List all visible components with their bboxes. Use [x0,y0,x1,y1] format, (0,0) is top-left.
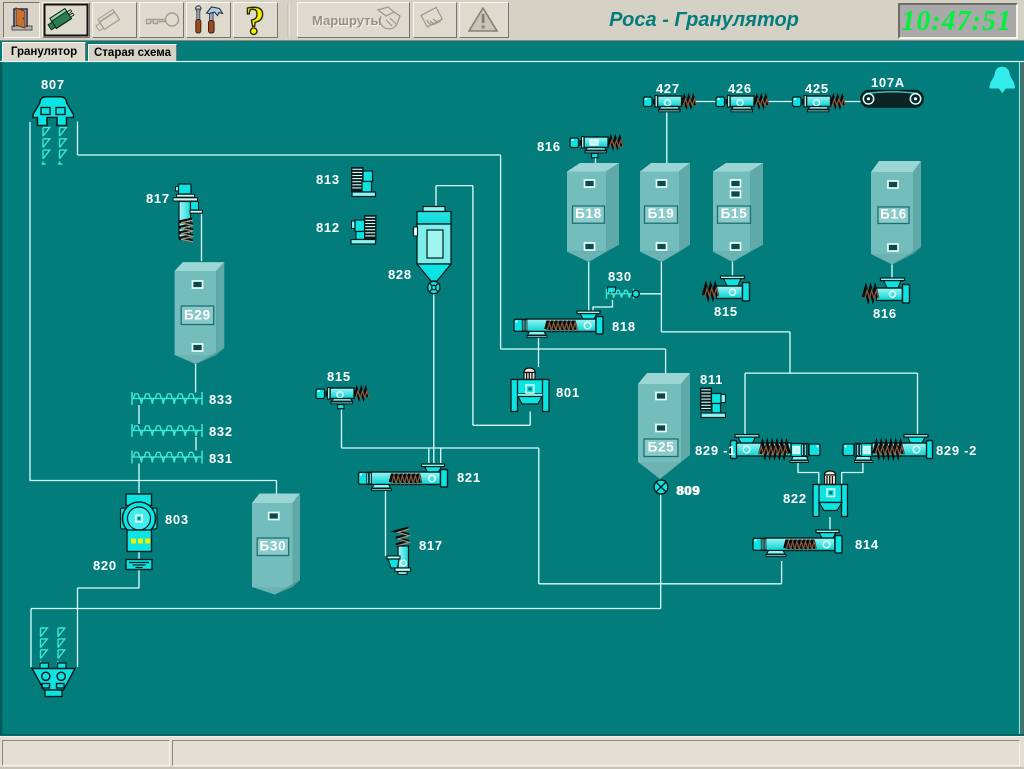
svg-text:829 -1: 829 -1 [695,443,736,458]
svg-text:Б18: Б18 [575,206,602,221]
svg-text:Б16: Б16 [880,207,907,222]
svg-text:815: 815 [327,369,351,384]
svg-text:Б25: Б25 [648,440,675,455]
svg-text:426: 426 [728,81,752,96]
svg-text:812: 812 [316,220,340,235]
svg-text:813: 813 [316,172,340,187]
svg-text:Б29: Б29 [184,308,211,323]
svg-text:801: 801 [556,385,580,400]
svg-text:822: 822 [783,491,807,506]
svg-text:821: 821 [457,470,481,485]
svg-text:Маршруты: Маршруты [312,13,382,28]
svg-text:811: 811 [700,372,723,387]
svg-text:809: 809 [677,483,701,498]
svg-text:803: 803 [165,512,189,527]
svg-text:818: 818 [612,319,636,334]
svg-text:425: 425 [805,81,829,96]
svg-text:829 -2: 829 -2 [936,443,977,458]
svg-text:807: 807 [41,77,65,92]
svg-text:?: ? [245,0,265,41]
svg-text:815: 815 [714,304,738,319]
svg-text:809: 809 [676,483,700,498]
svg-text:833: 833 [209,392,233,407]
svg-text:816: 816 [873,306,897,321]
svg-text:Б15: Б15 [721,206,748,221]
svg-text:830: 830 [608,269,632,284]
svg-text:814: 814 [855,537,879,552]
svg-text:Б19: Б19 [648,206,675,221]
svg-text:427: 427 [656,81,680,96]
svg-text:820: 820 [93,558,117,573]
svg-text:817: 817 [146,191,170,206]
svg-text:828: 828 [388,267,412,282]
svg-text:817: 817 [419,538,443,553]
svg-text:831: 831 [209,451,233,466]
svg-text:Б30: Б30 [260,539,287,554]
svg-text:832: 832 [209,424,233,439]
svg-text:107А: 107А [871,75,905,90]
svg-text:816: 816 [537,139,561,154]
svg-text:Маршруты: Маршруты [313,14,383,29]
